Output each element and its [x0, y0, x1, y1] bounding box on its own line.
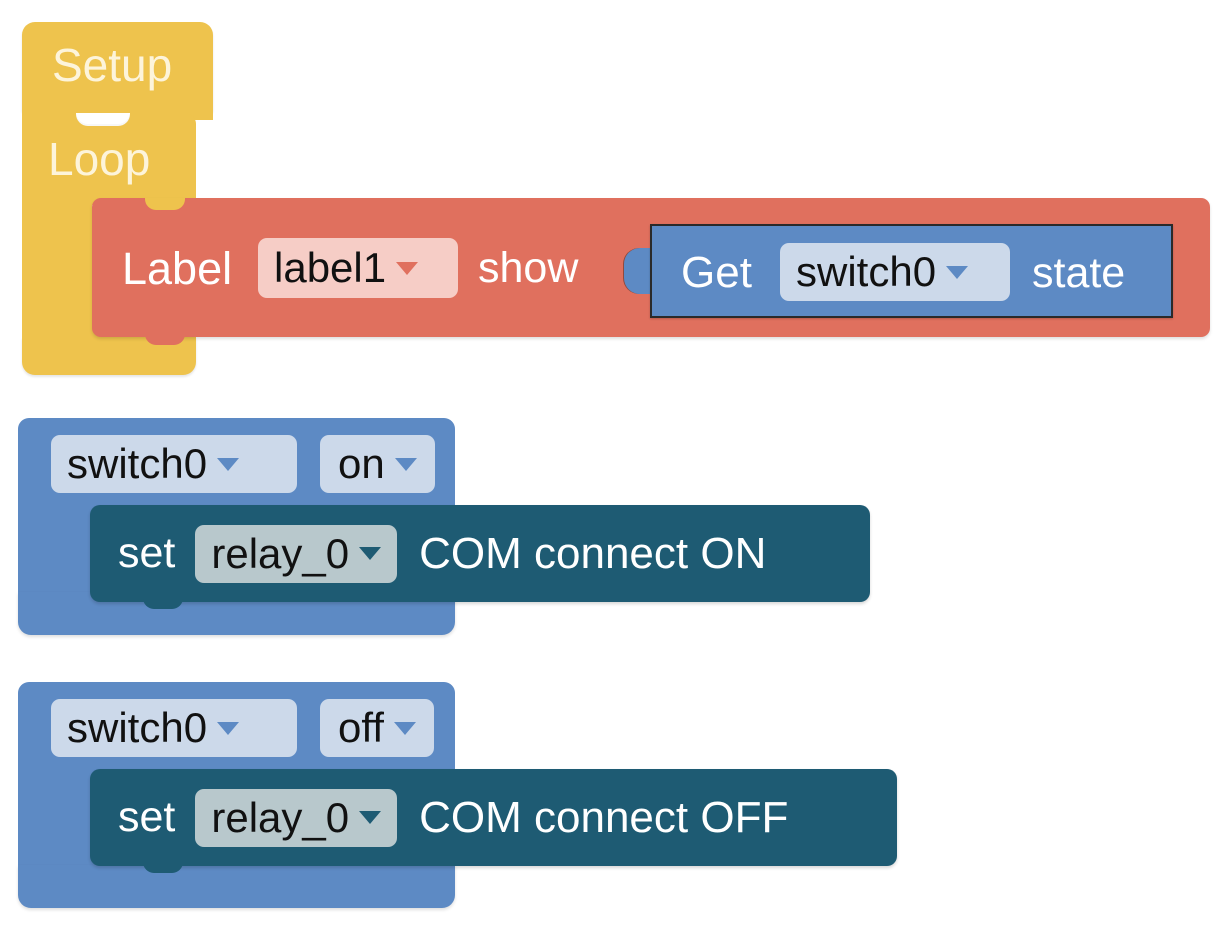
label-block-suffix: show [478, 244, 579, 292]
switch-on-device-value: switch0 [67, 440, 208, 487]
chevron-down-icon [217, 721, 240, 735]
chevron-down-icon [359, 547, 382, 560]
set-relay-off-target-dropdown[interactable]: relay_0 [195, 788, 398, 847]
set-relay-off-target-value: relay_0 [211, 793, 350, 841]
block-group-switch-off-handler[interactable]: switch0 off set relay_0 COM connect OFF [18, 682, 897, 908]
block-group-switch-on-handler[interactable]: switch0 on set relay_0 COM connect ON [18, 418, 870, 635]
set-relay-off-suffix: COM connect OFF [419, 792, 789, 842]
loop-block-left-arm [22, 196, 92, 351]
switch-off-state-value: off [338, 704, 384, 751]
label-block-prefix: Label [122, 243, 233, 294]
setup-hat-block[interactable] [22, 22, 213, 111]
reporter-plug-icon [624, 248, 654, 294]
set-relay-on-suffix: COM connect ON [419, 528, 767, 578]
switch-off-device-dropdown[interactable]: switch0 [51, 699, 297, 757]
set-relay-on-target-value: relay_0 [211, 529, 350, 577]
set-relay-on-bottom-tab-icon [143, 595, 183, 609]
chevron-down-icon [359, 811, 382, 824]
set-relay-off-bottom-tab-icon [143, 859, 183, 873]
switch-off-device-value: switch0 [67, 704, 208, 751]
set-relay-off-prefix: set [118, 793, 176, 841]
get-block-device-dropdown[interactable]: switch0 [780, 243, 1010, 301]
label-name-dropdown[interactable]: label1 [258, 238, 458, 298]
switch-on-device-dropdown[interactable]: switch0 [51, 435, 297, 493]
chevron-down-icon [946, 265, 969, 279]
set-relay-on-target-dropdown[interactable]: relay_0 [195, 524, 398, 583]
get-block-suffix: state [1032, 249, 1126, 297]
loop-block-label: Loop [48, 133, 151, 185]
switch-on-state-dropdown[interactable]: on [320, 435, 435, 493]
switch-on-state-value: on [338, 440, 385, 487]
set-relay-on-prefix: set [118, 529, 176, 577]
label-block-top-notch-icon [145, 198, 185, 210]
chevron-down-icon [396, 261, 419, 275]
set-relay-off-block[interactable]: set relay_0 COM connect OFF [90, 769, 897, 866]
label-name-value: label1 [274, 244, 387, 291]
set-relay-on-block[interactable]: set relay_0 COM connect ON [90, 505, 870, 602]
chevron-down-icon [217, 457, 240, 471]
switch-off-bottom[interactable] [18, 865, 455, 908]
get-block-prefix: Get [681, 248, 752, 297]
switch-off-state-dropdown[interactable]: off [320, 699, 434, 757]
loop-connector-notch-icon [76, 113, 130, 126]
loop-block-top[interactable] [22, 113, 196, 205]
chevron-down-icon [393, 721, 416, 735]
label-block-bottom-tab-icon [145, 330, 185, 345]
chevron-down-icon [394, 457, 417, 471]
get-block-device-value: switch0 [796, 248, 937, 295]
setup-block-label: Setup [52, 39, 173, 91]
